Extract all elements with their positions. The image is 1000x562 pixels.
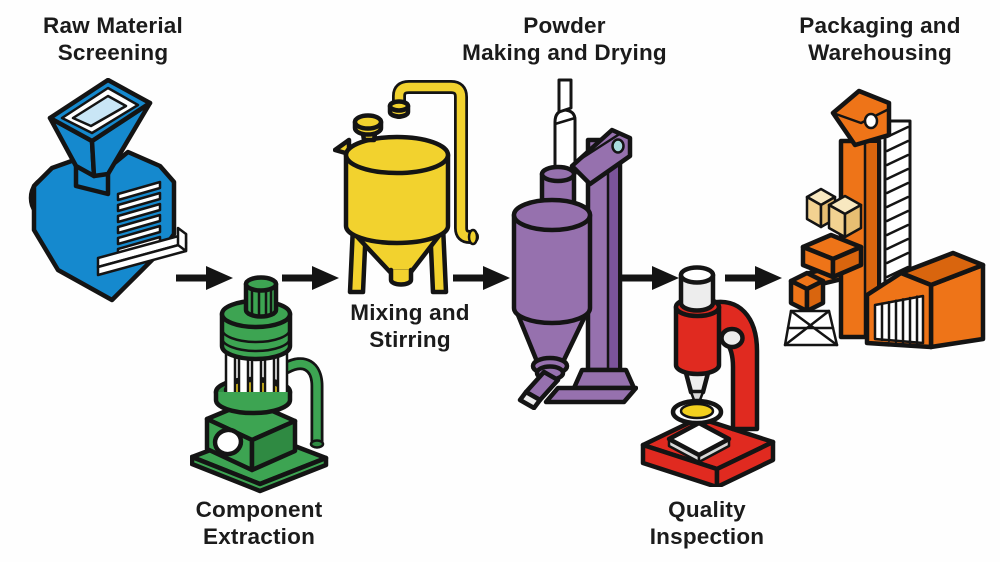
pipe-flange (387, 99, 411, 119)
label-quality-inspection: Quality Inspection (649, 497, 765, 549)
sample (679, 402, 715, 420)
top-nozzle (352, 113, 384, 143)
base-plate-edge (190, 454, 329, 494)
ribbed-shaft (243, 275, 279, 319)
discharge-pipe (517, 369, 561, 410)
lower-chute-box (788, 270, 826, 314)
screening-machine-icon (28, 78, 188, 303)
focus-knob (719, 326, 745, 350)
column-base-plate (543, 385, 638, 405)
head-hole (863, 112, 879, 130)
label-powder-making-and-drying: Powder Making and Drying (462, 13, 667, 65)
tank-lid (343, 134, 451, 176)
tank-body (343, 152, 451, 246)
extraction-machine (190, 275, 329, 494)
spray-dryer (511, 78, 638, 410)
screening-machine (28, 78, 188, 303)
overhead-pipe (392, 80, 479, 246)
truss-stand (783, 309, 839, 347)
feed-pipe (553, 78, 577, 176)
port-window (212, 427, 244, 457)
extraction-machine-icon (190, 275, 329, 494)
dryer-top (511, 197, 593, 233)
spray-dryer-icon (511, 78, 638, 410)
flow-arrow-1 (176, 266, 233, 290)
tank-outlet (388, 267, 414, 287)
microscope-icon (640, 265, 776, 487)
column-foot (571, 367, 637, 391)
mixing-tank (333, 80, 479, 295)
dryer-body (511, 212, 593, 326)
side-pipe (279, 357, 325, 449)
bottom-flange (530, 355, 570, 382)
mixing-tank-icon (333, 80, 479, 295)
warehouse-building (864, 250, 986, 350)
sample-dish (670, 398, 724, 426)
flow-arrow-4 (622, 266, 679, 290)
output-tray (96, 226, 188, 277)
objective-lens (683, 370, 711, 402)
extraction-columns (213, 344, 293, 416)
elevator-head (830, 88, 892, 148)
flow-arrow-2 (282, 266, 339, 290)
label-mixing-and-stirring: Mixing and Stirring (350, 300, 470, 352)
microscope (640, 265, 776, 487)
label-raw-material-screening: Raw Material Screening (43, 13, 183, 65)
support-column (543, 137, 638, 405)
ladder (883, 119, 912, 291)
flow-arrow-5 (725, 266, 782, 290)
package-box-2 (827, 194, 863, 239)
eyepiece (678, 265, 716, 313)
flow-arrow-3 (453, 266, 510, 290)
warehouse-icon (783, 88, 986, 350)
label-packaging-and-warehousing: Packaging and Warehousing (799, 13, 961, 65)
support-arm (569, 127, 633, 187)
label-component-extraction: Component Extraction (195, 497, 323, 549)
packaging-warehouse (783, 88, 986, 350)
hopper-rim (47, 78, 153, 144)
arm-hole (611, 138, 625, 154)
roller-door (873, 294, 925, 346)
packing-machine-box (800, 232, 864, 280)
stage-plate (666, 420, 732, 464)
